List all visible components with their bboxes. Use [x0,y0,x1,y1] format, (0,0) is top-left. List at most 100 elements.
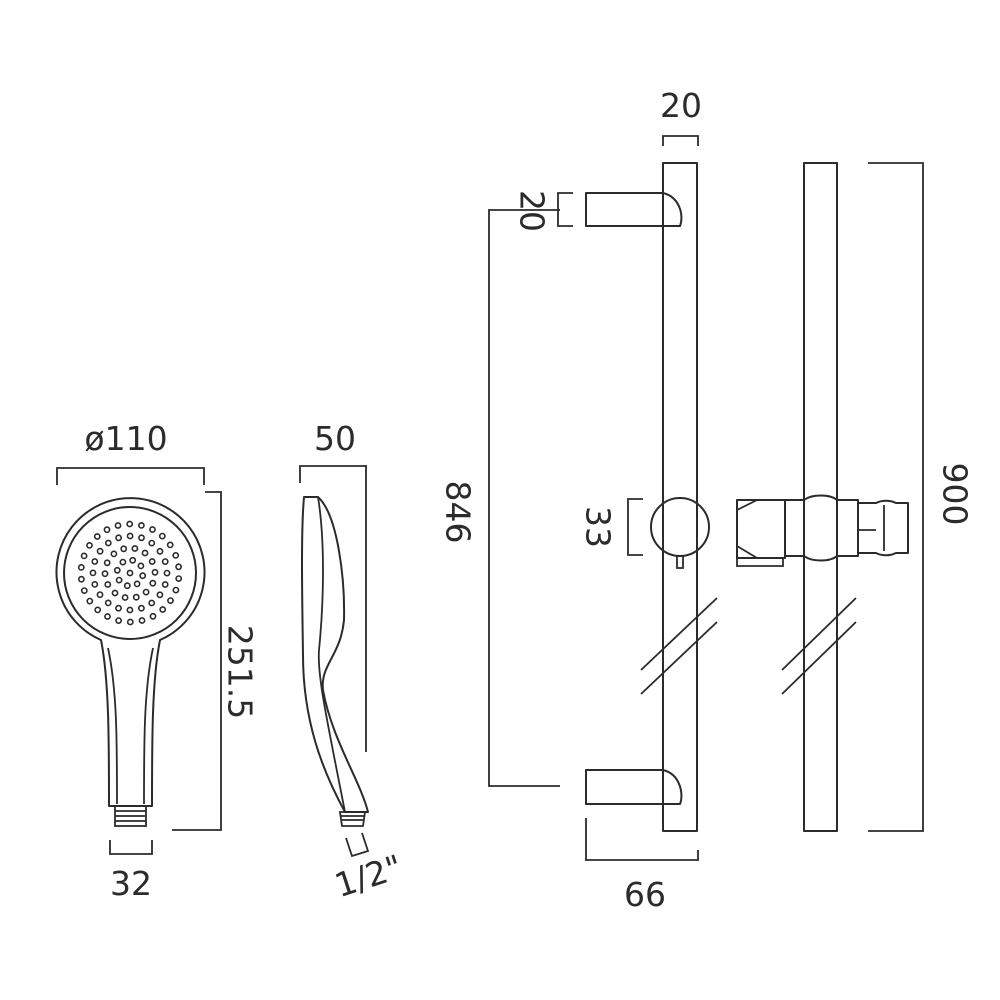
nozzle-dot [93,533,101,540]
rail-side [803,162,838,832]
nozzle-dot [133,580,141,588]
rail-break-marks [640,597,718,695]
nozzle-dot [163,569,171,577]
nozzle-dot [172,586,180,594]
dim-label-overall-height: 900 [936,463,975,526]
nozzle-dot [148,539,156,547]
dim-label-bracket-height: 20 [513,190,552,232]
dim-label-rail-diameter: 20 [660,86,702,125]
rail-assembly-front [585,162,718,832]
nozzle-dot [149,579,157,587]
nozzle-dot [156,547,164,555]
dim-label-handset-length: 251.5 [221,625,260,719]
dimension-head-diameter: ø110 [56,419,205,485]
nozzle-dot [161,581,169,588]
nozzle-dot [77,564,85,571]
nozzle-dot [86,597,94,605]
dimension-handset-length: 251.5 [172,491,260,831]
nozzle-dot [115,617,122,624]
nozzle-dot [113,566,121,574]
nozzle-dot [126,532,134,540]
dimension-handset-base: 32 [109,840,153,903]
spray-face-ring [63,506,197,640]
nozzle-dot [110,550,118,558]
handset-side-face [317,496,346,813]
nozzle-dot [104,581,112,588]
nozzle-dot [131,545,139,552]
slider-holder-side [736,494,909,567]
nozzle-dot [101,570,109,578]
nozzle-dot [148,599,156,607]
nozzle-dot [156,591,164,599]
dimension-overall-height: 900 [868,162,975,832]
nozzle-dot [103,526,111,534]
nozzle-dot [96,591,104,599]
nozzle-dot [137,562,145,570]
nozzle-dot [120,545,128,553]
dim-label-slider-height: 33 [579,506,618,548]
nozzle-dot [121,594,129,601]
dimension-slider-height: 33 [579,498,643,556]
nozzle-dot [166,541,174,549]
nozzle-dot [138,617,146,624]
nozzle-dot [103,559,111,567]
dimension-thread-size: 1/2" [330,832,407,905]
dim-label-thread-size: 1/2" [330,847,407,905]
nozzle-dot [139,572,147,580]
nozzle-dot [91,581,99,588]
nozzle-dot [137,522,145,529]
nozzle-dot [126,606,134,614]
handset-side-view [301,496,369,827]
nozzle-dot [138,534,145,542]
dim-label-head-diameter: ø110 [84,419,167,458]
rail-front [662,162,698,832]
dimension-side-depth: 50 [299,419,367,752]
nozzle-dot [89,569,97,577]
nozzle-dot [80,552,88,560]
nozzle-dot [78,575,85,583]
dim-label-bracket-centres: 846 [439,481,478,544]
dimension-wall-projection: 66 [585,818,699,914]
nozzle-dot [175,563,182,571]
nozzle-dot [96,547,104,555]
handset-front-outline [55,497,206,807]
nozzle-dot [115,576,123,584]
nozzle-dot [104,599,112,607]
handset-front-view [55,497,206,827]
nozzle-dot [167,597,174,604]
nozzle-dot [149,612,157,620]
nozzle-dot [172,552,180,559]
nozzle-dot [111,589,119,597]
spray-nozzles [77,520,183,626]
dimension-bracket-centres: 846 [439,209,560,787]
rail-assembly-side [736,162,909,832]
dimension-rail-diameter: 20 [660,86,702,146]
side-connector-thread [338,811,367,827]
nozzle-dot [104,613,111,620]
nozzle-dot [175,575,183,582]
nozzle-dot [115,534,122,542]
nozzle-dot [129,556,137,564]
hose-connector-thread [114,805,147,827]
handset-side-outline [301,496,369,813]
handle-inner-outline [107,647,154,805]
nozzle-dot [151,568,159,576]
nozzle-dot [104,539,112,547]
nozzle-dot [114,522,122,529]
slider-knob [650,497,710,557]
dimension-bracket-height: 20 [513,190,573,232]
nozzle-dot [80,587,88,594]
nozzle-dot [86,542,93,549]
nozzle-dot [149,526,156,533]
nozzle-dot [115,604,122,612]
dim-label-handset-base: 32 [110,864,152,903]
nozzle-dot [137,604,145,612]
dim-label-side-depth: 50 [314,419,356,458]
nozzle-dot [159,606,167,613]
nozzle-dot [119,558,127,566]
nozzle-dot [91,558,99,565]
nozzle-dot [94,606,102,614]
nozzle-dot [126,520,134,528]
nozzle-dot [141,549,149,557]
